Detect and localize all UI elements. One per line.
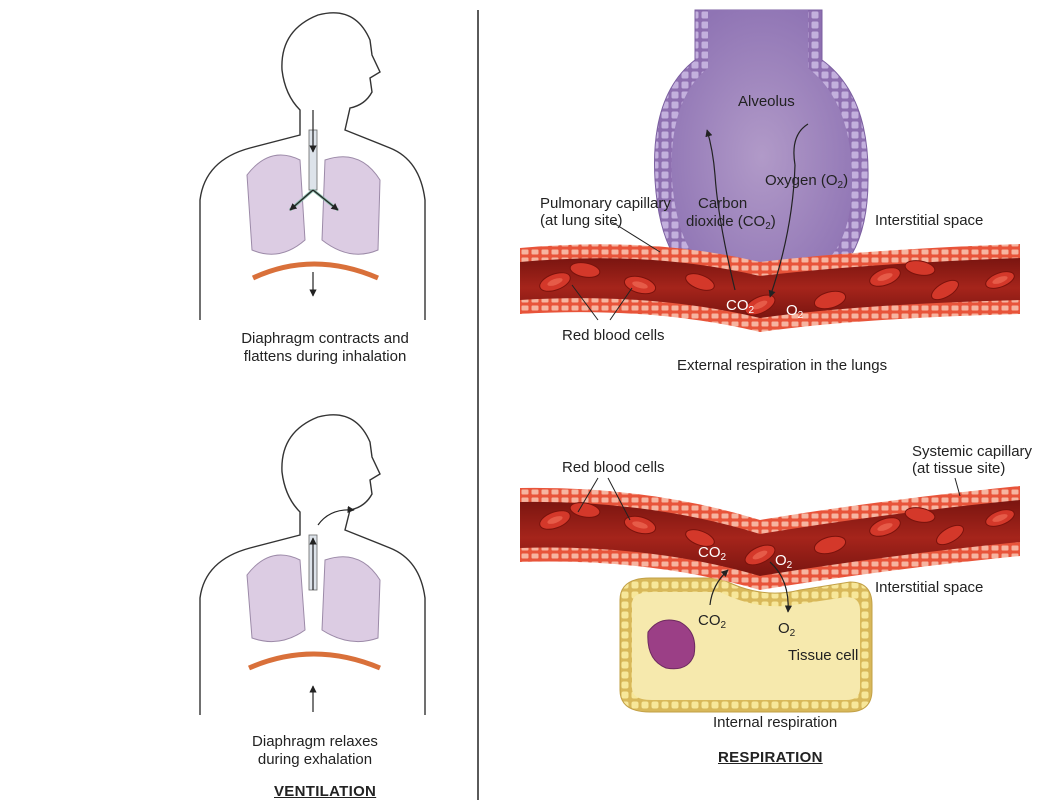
oxygen-text: Oxygen (O xyxy=(765,172,838,189)
co2-bottom-text: CO xyxy=(698,612,721,629)
o2-bottom-text: O xyxy=(778,620,790,637)
exhalation-caption: Diaphragm relaxes during exhalation xyxy=(235,733,395,769)
pulmonary-capillary-line2: (at lung site) xyxy=(540,212,671,229)
co2-blood-label: CO2 xyxy=(726,297,754,320)
co2-blood-subscript: 2 xyxy=(749,305,755,316)
exhalation-figure xyxy=(200,415,425,715)
co2-bottom-label: CO2 xyxy=(698,612,726,635)
alveolus xyxy=(655,10,869,290)
o2-blood-label: O2 xyxy=(786,302,803,325)
co2-top-subscript: 2 xyxy=(721,552,727,563)
systemic-capillary-label: Systemic capillary (at tissue site) xyxy=(912,443,1032,477)
o2-top-label: O2 xyxy=(775,552,792,575)
respiration-title: RESPIRATION xyxy=(718,749,823,766)
inhalation-caption-line2: flattens during inhalation xyxy=(220,348,430,366)
external-caption: External respiration in the lungs xyxy=(677,357,887,375)
inhale-diaphragm xyxy=(253,264,378,278)
oxygen-label: Oxygen (O2) xyxy=(765,172,848,195)
o2-blood-text: O xyxy=(786,302,798,319)
inhalation-caption-line1: Diaphragm contracts and xyxy=(220,330,430,348)
o2-blood-subscript: 2 xyxy=(798,310,804,321)
interstitial-space-top-label: Interstitial space xyxy=(875,212,983,230)
o2-top-text: O xyxy=(775,552,787,569)
systemic-capillary-line2: (at tissue site) xyxy=(912,460,1032,477)
co2-top-text: CO xyxy=(698,544,721,561)
tissue-cell xyxy=(620,578,872,712)
co2-bottom-subscript: 2 xyxy=(721,620,727,631)
exhalation-caption-line1: Diaphragm relaxes xyxy=(235,733,395,751)
exhale-right-lung xyxy=(322,557,380,642)
o2-bottom-subscript: 2 xyxy=(790,628,796,639)
carbon-dioxide-line1: Carbon xyxy=(686,195,776,213)
co2-blood-text: CO xyxy=(726,297,749,314)
inhalation-caption: Diaphragm contracts and flattens during … xyxy=(220,330,430,366)
red-blood-cells-top-label: Red blood cells xyxy=(562,327,665,345)
co2-close-paren: ) xyxy=(771,213,776,230)
o2-close-paren: ) xyxy=(843,172,848,189)
internal-caption: Internal respiration xyxy=(713,714,837,732)
co2-top-label: CO2 xyxy=(698,544,726,567)
red-blood-cells-bottom-label: Red blood cells xyxy=(562,459,665,477)
interstitial-space-bottom-label: Interstitial space xyxy=(875,579,983,597)
alveolus-label: Alveolus xyxy=(738,93,795,111)
carbon-dioxide-label: Carbon dioxide (CO2) xyxy=(686,195,776,236)
o2-bottom-label: O2 xyxy=(778,620,795,643)
exhale-left-lung xyxy=(247,555,305,642)
exhalation-caption-line2: during exhalation xyxy=(235,751,395,769)
carbon-dioxide-line2: dioxide (CO xyxy=(686,213,765,230)
exhale-diaphragm xyxy=(249,654,380,668)
systemic-capillary-line1: Systemic capillary xyxy=(912,443,1032,460)
systemic-capillary xyxy=(520,486,1020,590)
inhalation-figure xyxy=(200,13,425,320)
o2-top-subscript: 2 xyxy=(787,560,793,571)
tissue-cell-label: Tissue cell xyxy=(788,647,858,665)
ventilation-title: VENTILATION xyxy=(274,783,376,800)
pulmonary-capillary-label: Pulmonary capillary (at lung site) xyxy=(540,195,671,229)
pulmonary-capillary-line1: Pulmonary capillary xyxy=(540,195,671,212)
